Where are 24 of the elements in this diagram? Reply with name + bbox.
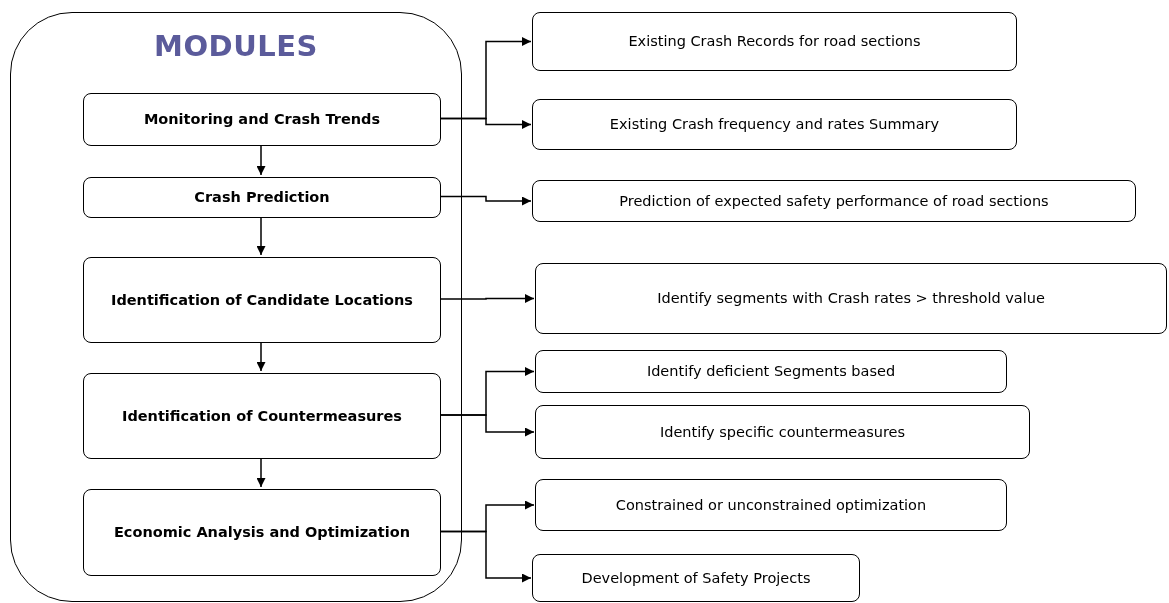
module-box: Economic Analysis and Optimization [83,489,441,576]
arrow [439,117,532,129]
arrow [439,195,532,206]
output-box: Identify deficient Segments based [535,350,1007,393]
arrow [256,341,266,372]
output-box: Prediction of expected safety performance of road sections [532,180,1136,222]
arrow [256,216,266,256]
arrow [439,530,532,583]
output-box: Development of Safety Projects [532,554,860,602]
arrow [439,414,535,437]
module-box: Crash Prediction [83,177,441,218]
arrow [256,144,266,176]
module-box: Identification of Countermeasures [83,373,441,459]
module-box: Identification of Candidate Locations [83,257,441,343]
module-group-outline [10,12,462,602]
output-box: Identify segments with Crash rates > threshold value [535,263,1167,334]
output-box: Identify specific countermeasures [535,405,1030,459]
arrow [439,294,535,303]
arrow [256,457,266,488]
output-box: Existing Crash frequency and rates Summary [532,99,1017,150]
group-heading: MODULES [153,29,319,63]
module-box: Monitoring and Crash Trends [83,93,441,146]
output-box: Constrained or unconstrained optimization [535,479,1007,531]
output-box: Existing Crash Records for road sections [532,12,1017,71]
